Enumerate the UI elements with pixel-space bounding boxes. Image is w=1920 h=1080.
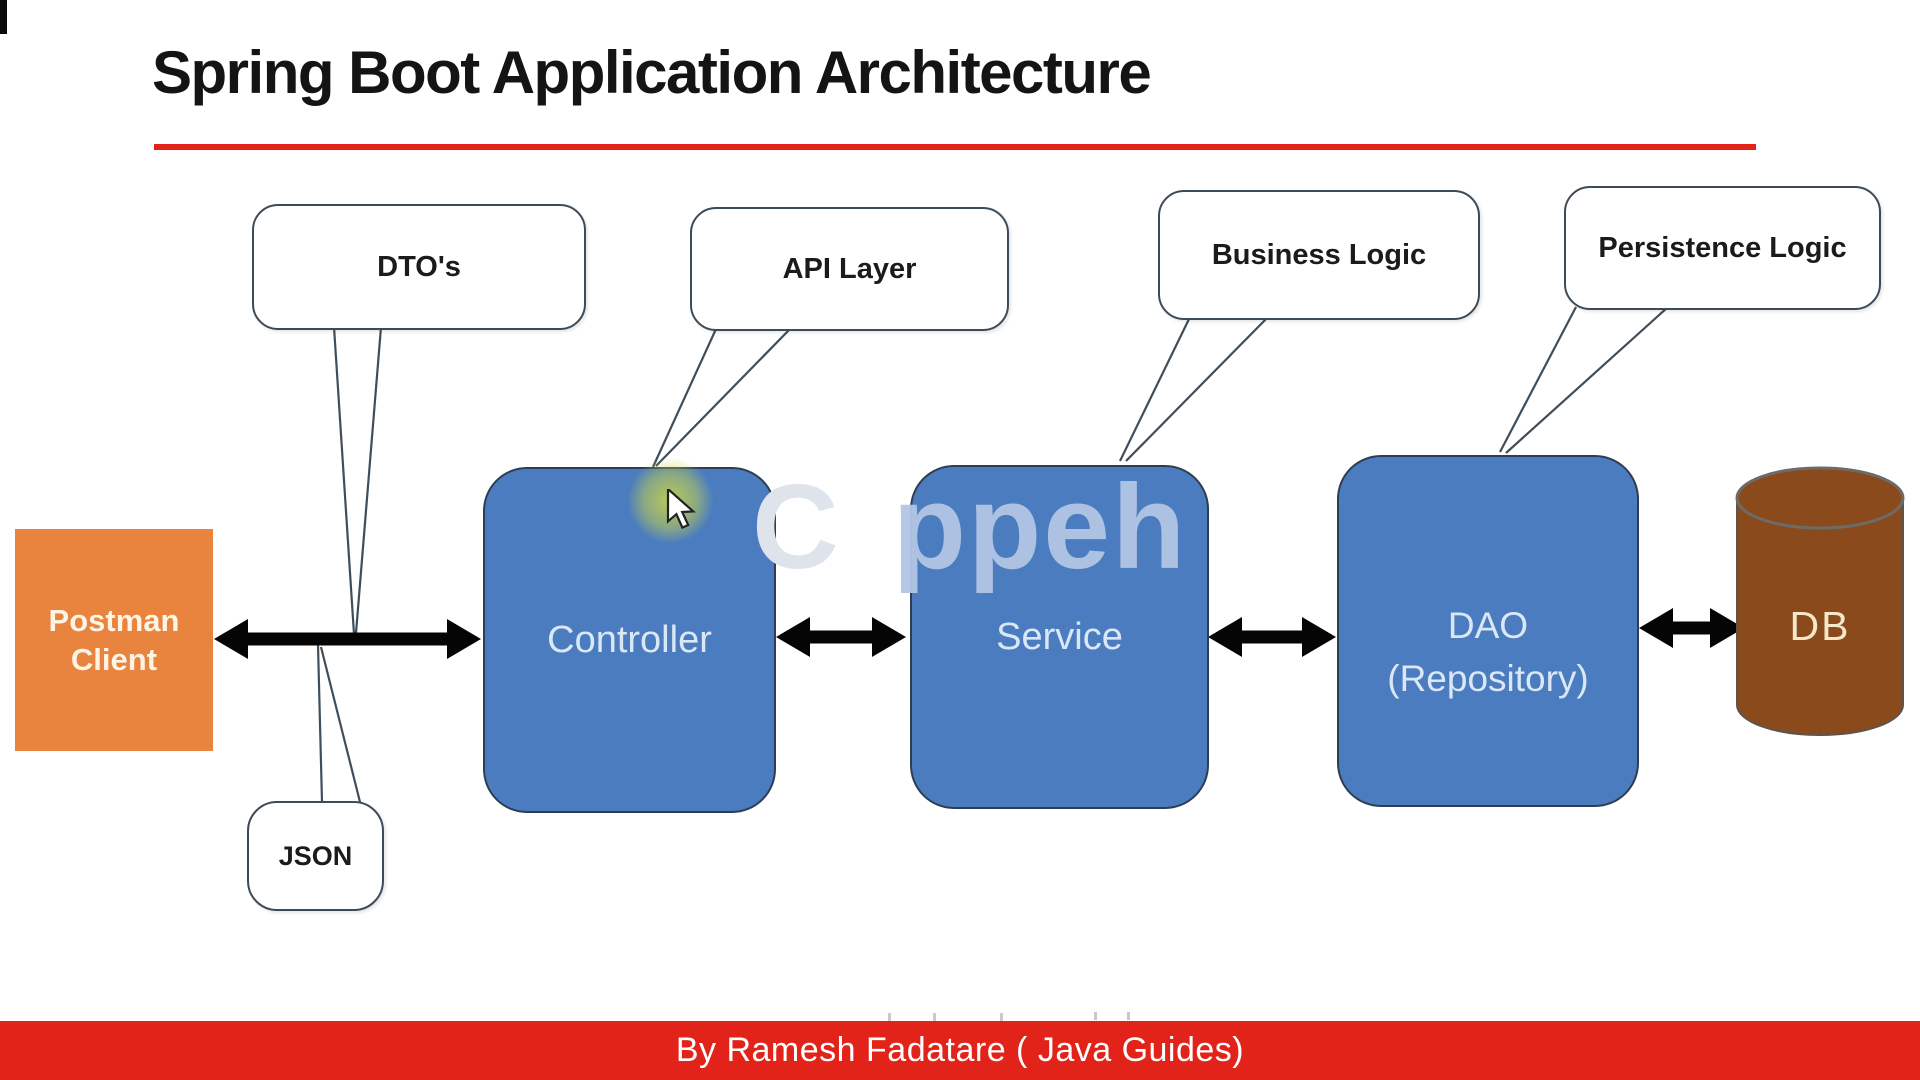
artifact-tick	[888, 1013, 891, 1021]
page-title: Spring Boot Application Architecture	[152, 39, 1152, 106]
json-pointer-line	[316, 644, 362, 803]
title-underline	[154, 144, 1756, 150]
node-postman-client: Postman Client	[15, 529, 213, 751]
arrow-postman-controller	[214, 619, 481, 659]
callout-dtos-label: DTO's	[377, 250, 461, 283]
database-cylinder-icon	[1735, 466, 1905, 736]
api-layer-pointer-line	[651, 328, 791, 468]
callout-api-layer-label: API Layer	[782, 252, 917, 285]
node-service-label: Service	[996, 615, 1123, 658]
business-logic-pointer-line	[1119, 316, 1269, 462]
node-controller: Controller	[483, 467, 776, 813]
node-dao-repository-label: DAO (Repository)	[1387, 605, 1589, 699]
screen-edge-artifact	[0, 0, 7, 34]
artifact-tick	[1127, 1012, 1130, 1020]
node-dao-repository: DAO (Repository)	[1337, 455, 1639, 807]
artifact-tick	[1000, 1013, 1003, 1021]
artifact-tick	[933, 1013, 936, 1021]
callout-persistence-logic: Persistence Logic	[1564, 186, 1881, 310]
callout-persistence-logic-label: Persistence Logic	[1598, 231, 1847, 264]
callout-json-label: JSON	[278, 840, 353, 871]
node-db-label: DB	[1789, 603, 1851, 649]
callout-business-logic-label: Business Logic	[1211, 238, 1427, 271]
callout-dtos: DTO's	[252, 204, 586, 330]
mouse-cursor-icon	[666, 489, 696, 529]
persistence-logic-pointer-line	[1499, 306, 1669, 454]
artifact-tick	[1094, 1012, 1097, 1020]
node-controller-label: Controller	[547, 618, 712, 661]
callout-business-logic: Business Logic	[1158, 190, 1480, 320]
dtos-pointer-line	[332, 326, 383, 635]
node-postman-client-label: Postman Client	[48, 603, 180, 677]
arrow-service-dao	[1208, 617, 1336, 657]
callout-api-layer: API Layer	[690, 207, 1009, 331]
footer-bar: By Ramesh Fadatare ( Java Guides)	[0, 1021, 1920, 1080]
arrow-controller-service	[776, 617, 906, 657]
callout-json: JSON	[247, 801, 384, 911]
node-service: Service	[910, 465, 1209, 809]
footer-credit-text: By Ramesh Fadatare ( Java Guides)	[675, 1031, 1245, 1069]
